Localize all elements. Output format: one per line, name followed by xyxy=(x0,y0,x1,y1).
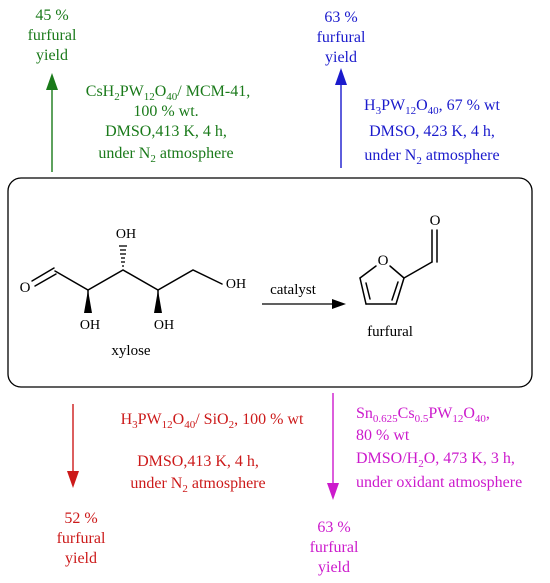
top-left-yield-word2: yield xyxy=(36,47,68,64)
bottom-left-yield-word2: yield xyxy=(65,550,97,567)
top-left-atmosphere: under N2 atmosphere xyxy=(98,145,233,165)
bottom-left-catalyst: H3PW12O40/ SiO2, 100 % wt xyxy=(121,411,304,431)
xylose-hash-wedge xyxy=(119,245,127,267)
top-right-yield-word1: furfural xyxy=(317,29,366,46)
xylose-label: xylose xyxy=(111,343,151,359)
bottom-right-catalyst: Sn0.625Cs0.5PW12O40, xyxy=(356,405,490,425)
reaction-box xyxy=(7,177,533,388)
furfural-ring-o: O xyxy=(378,253,389,269)
bottom-left-arrow-head xyxy=(67,471,79,488)
furfural-structure xyxy=(359,229,438,305)
top-left-arrow-head xyxy=(46,73,58,90)
bottom-left-atmosphere: under N2 atmosphere xyxy=(130,475,265,495)
top-left-catalyst: CsH2PW12O40/ MCM-41, xyxy=(86,83,250,103)
bottom-left-yield-value: 52 % xyxy=(64,510,97,527)
top-left-condition: 45 % furfural yield CsH2PW12O40/ MCM-41,… xyxy=(28,7,250,172)
bottom-right-yield-word2: yield xyxy=(318,559,350,576)
top-right-catalyst: H3PW12O40, 67 % wt xyxy=(364,97,501,117)
xylose-aldehyde-o: O xyxy=(20,280,31,296)
xylose-oh-c5: OH xyxy=(226,277,246,292)
top-right-condition: 63 % furfural yield H3PW12O40, 67 % wt D… xyxy=(317,9,501,168)
bottom-left-condition: H3PW12O40/ SiO2, 100 % wt DMSO,413 K, 4 … xyxy=(57,404,304,567)
bottom-right-conditions: DMSO/H2O, 473 K, 3 h, xyxy=(356,450,515,470)
xylose-oh-c2: OH xyxy=(80,318,100,333)
reaction-arrow-label: catalyst xyxy=(270,282,317,298)
top-right-arrow-head xyxy=(335,68,347,85)
top-left-yield-value: 45 % xyxy=(35,7,68,24)
xylose-bold-wedge-c2 xyxy=(84,290,92,313)
top-right-conditions: DMSO, 423 K, 4 h, xyxy=(369,123,495,140)
xylose-bold-wedge-c4 xyxy=(154,290,162,313)
bottom-right-yield-value: 63 % xyxy=(317,519,350,536)
top-right-atmosphere: under N2 atmosphere xyxy=(364,147,499,167)
top-left-yield-word1: furfural xyxy=(28,27,77,44)
bottom-right-atmosphere: under oxidant atmosphere xyxy=(356,474,522,491)
xylose-oh-c4: OH xyxy=(154,318,174,333)
bottom-left-yield-word1: furfural xyxy=(57,530,106,547)
bottom-right-yield-word1: furfural xyxy=(310,539,359,556)
reaction-arrow-head xyxy=(332,299,346,309)
bottom-left-conditions: DMSO,413 K, 4 h, xyxy=(137,453,259,470)
top-left-conditions: DMSO,413 K, 4 h, xyxy=(105,123,227,140)
furfural-aldehyde-o: O xyxy=(430,213,441,229)
top-right-yield-word2: yield xyxy=(325,49,357,66)
furfural-label: furfural xyxy=(367,324,413,340)
top-right-yield-value: 63 % xyxy=(324,9,357,26)
bottom-right-condition: Sn0.625Cs0.5PW12O40, 80 % wt DMSO/H2O, 4… xyxy=(310,393,522,576)
top-left-loading: 100 % wt. xyxy=(133,103,198,120)
bottom-right-loading: 80 % wt xyxy=(356,427,410,444)
xylose-oh-c3: OH xyxy=(116,227,136,242)
bottom-right-arrow-head xyxy=(327,483,339,500)
